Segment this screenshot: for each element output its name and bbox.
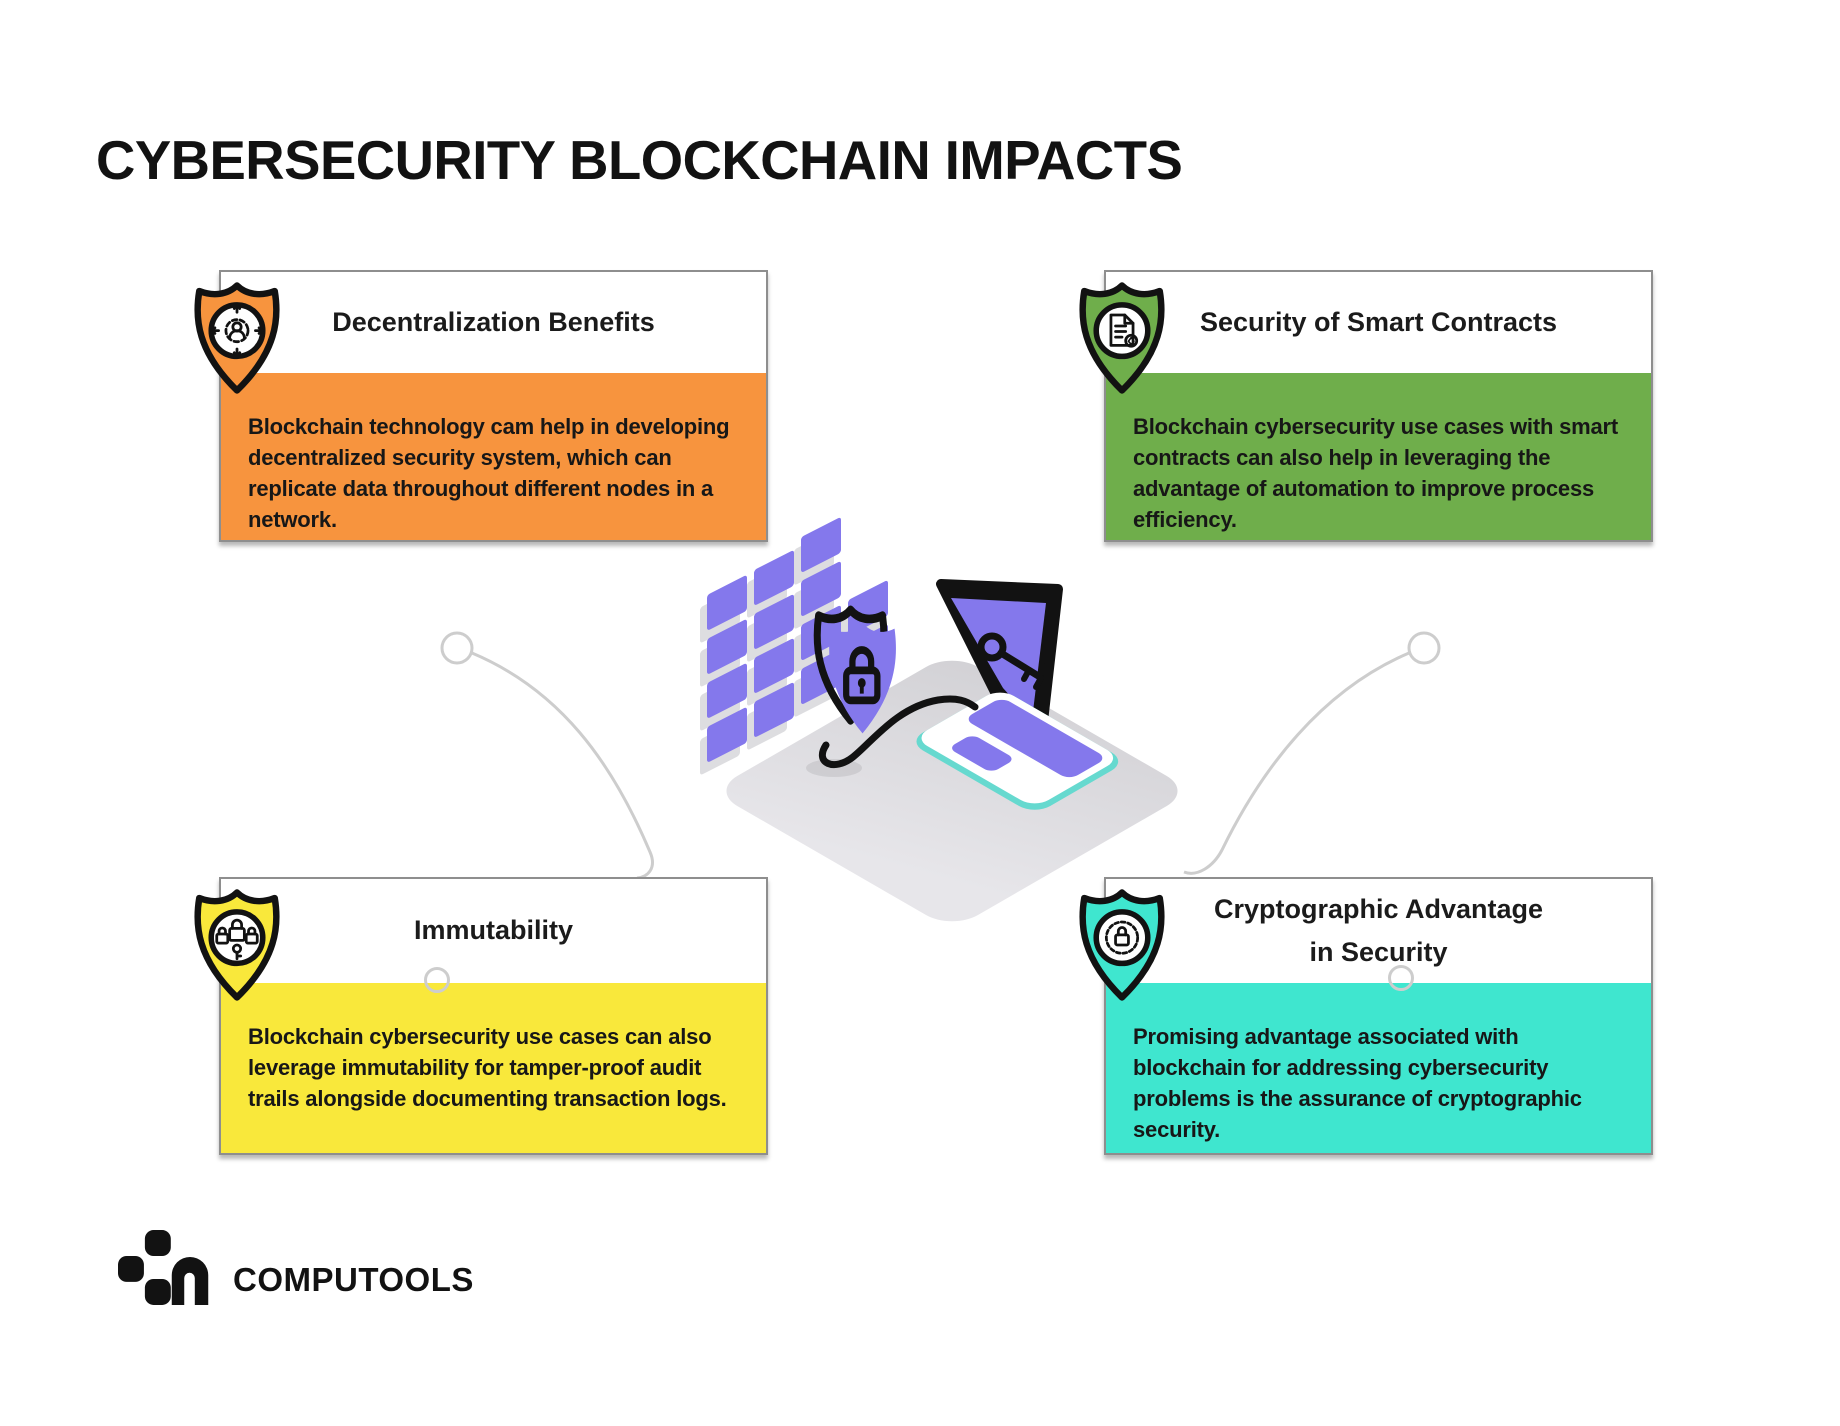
- cryptography-shield-icon: [1079, 889, 1165, 1001]
- laptop-base: [916, 692, 1119, 810]
- smart-contract-shield-icon: [1079, 282, 1165, 394]
- cipher-lock-glyph: [1104, 920, 1140, 955]
- connector-thread-right: [1183, 631, 1441, 875]
- card-header: Security of Smart Contracts: [1106, 272, 1651, 373]
- laptop-screen: [936, 579, 1063, 744]
- brand-name: COMPUTOOLS: [233, 1261, 474, 1298]
- card-body: Blockchain cybersecurity use cases with …: [1106, 373, 1651, 540]
- card-body-text: Promising advantage associated with bloc…: [1133, 1024, 1582, 1142]
- card-body: Promising advantage associated with bloc…: [1106, 983, 1651, 1153]
- thread-pin-left: [424, 967, 450, 993]
- decentralization-shield-icon: [194, 282, 280, 394]
- contract-document-glyph: [1109, 313, 1139, 348]
- card-body-text: Blockchain cybersecurity use cases can a…: [248, 1024, 727, 1111]
- card-title: Security of Smart Contracts: [1199, 306, 1558, 337]
- card-cryptographic-advantage: Cryptographic Advantage in Security Prom…: [1079, 877, 1653, 1155]
- card-header: Cryptographic Advantage in Security: [1106, 879, 1651, 983]
- card-decentralization: Decentralization Benefits Blockchain tec…: [194, 270, 768, 542]
- lock-shield: [813, 605, 896, 734]
- gear-network-glyph: [209, 303, 265, 358]
- card-title: Immutability: [413, 915, 574, 946]
- card-body-text: Blockchain technology cam help in develo…: [248, 414, 730, 532]
- thread-pin-right: [1388, 965, 1414, 991]
- card-body: Blockchain technology cam help in develo…: [221, 373, 766, 540]
- padlock-icon: [843, 646, 881, 705]
- computools-logo-icon: [118, 1230, 209, 1305]
- card-title-line1: Cryptographic Advantage: [1213, 893, 1544, 924]
- card-title-line2: in Security: [1309, 936, 1448, 967]
- card-header: Decentralization Benefits: [221, 272, 766, 373]
- card-body-text: Blockchain cybersecurity use cases with …: [1133, 414, 1619, 532]
- card-header: Immutability: [221, 879, 766, 983]
- card-body: Blockchain cybersecurity use cases can a…: [221, 983, 766, 1153]
- block-shadows: [700, 530, 881, 775]
- card-title: Decentralization Benefits: [332, 306, 655, 337]
- immutability-locks-shield-icon: [194, 889, 280, 1001]
- connector-thread-left: [440, 631, 654, 880]
- linked-locks-glyph: [215, 918, 259, 961]
- card-smart-contracts: Security of Smart Contracts Blockchain c…: [1079, 270, 1653, 542]
- card-immutability: Immutability Blockchain cybersecurity us…: [194, 877, 768, 1155]
- key-icon: [977, 632, 1044, 690]
- cable: [818, 695, 979, 769]
- page-title: CYBERSECURITY BLOCKCHAIN IMPACTS: [96, 129, 1183, 191]
